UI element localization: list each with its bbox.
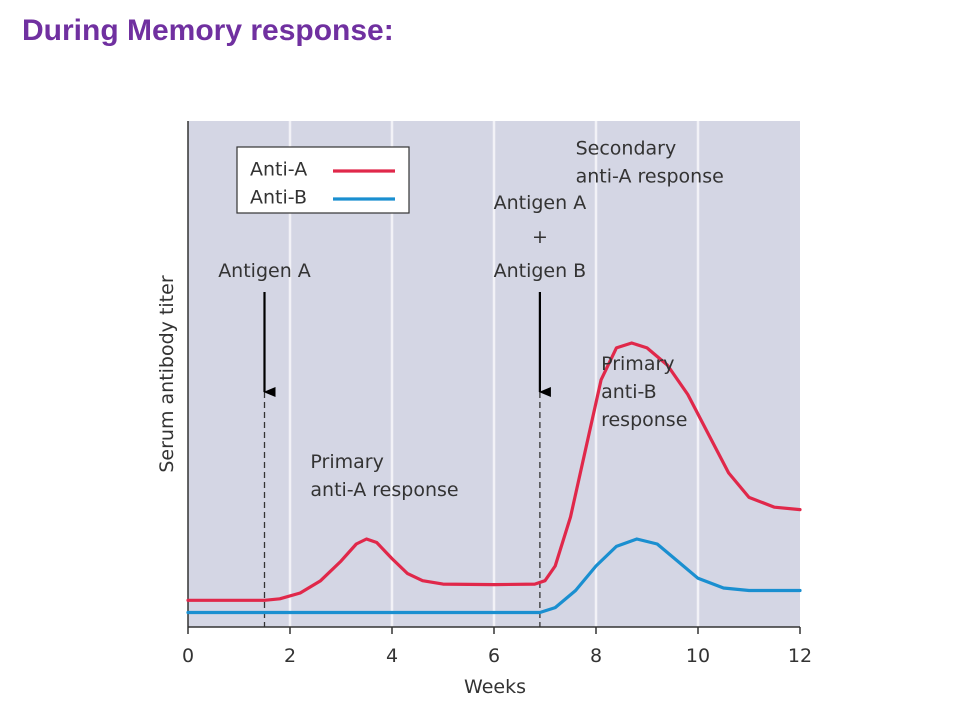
- event-label: Antigen A: [218, 260, 311, 282]
- legend-items: Anti-A Anti-B: [250, 159, 395, 209]
- annotation-text: Primary: [601, 353, 674, 375]
- x-tick-label: 12: [788, 645, 812, 667]
- annotation-text: anti-A response: [310, 479, 458, 501]
- x-tick-label: 10: [686, 645, 710, 667]
- legend-box: [236, 146, 410, 214]
- x-axis-label: Weeks: [464, 676, 526, 698]
- annotation-text: response: [601, 409, 687, 431]
- legend: Anti-A Anti-B: [236, 146, 410, 214]
- event-label: +: [532, 226, 548, 248]
- events-layer: Antigen A Antigen A + Antigen B: [218, 192, 586, 627]
- x-tick-label: 4: [386, 645, 398, 667]
- series-line-anti-b: [186, 537, 802, 615]
- x-tick-label: 8: [590, 645, 602, 667]
- annotation-text: Secondary: [576, 137, 677, 159]
- event-label: Antigen A: [494, 192, 587, 214]
- x-tick-label: 6: [488, 645, 500, 667]
- annotation-text: Primary: [310, 451, 383, 473]
- annotation-text: anti-A response: [576, 165, 724, 187]
- series-layer: [186, 341, 802, 615]
- annotations-layer: Primary anti-A response Secondary anti-A re…: [310, 137, 723, 501]
- x-tick-label: 0: [182, 645, 194, 667]
- y-axis-label: Serum antibody titer: [156, 275, 178, 472]
- slide-title: During Memory response:: [22, 14, 394, 47]
- event-label: Antigen B: [494, 260, 587, 282]
- legend-label: Anti-B: [250, 187, 307, 209]
- ticks-layer: 0 2 4 6 8 10 12: [182, 627, 812, 667]
- x-tick-label: 2: [284, 645, 296, 667]
- annotation-text: anti-B: [601, 381, 657, 403]
- series-line-anti-a: [186, 341, 802, 602]
- legend-label: Anti-A: [250, 159, 307, 181]
